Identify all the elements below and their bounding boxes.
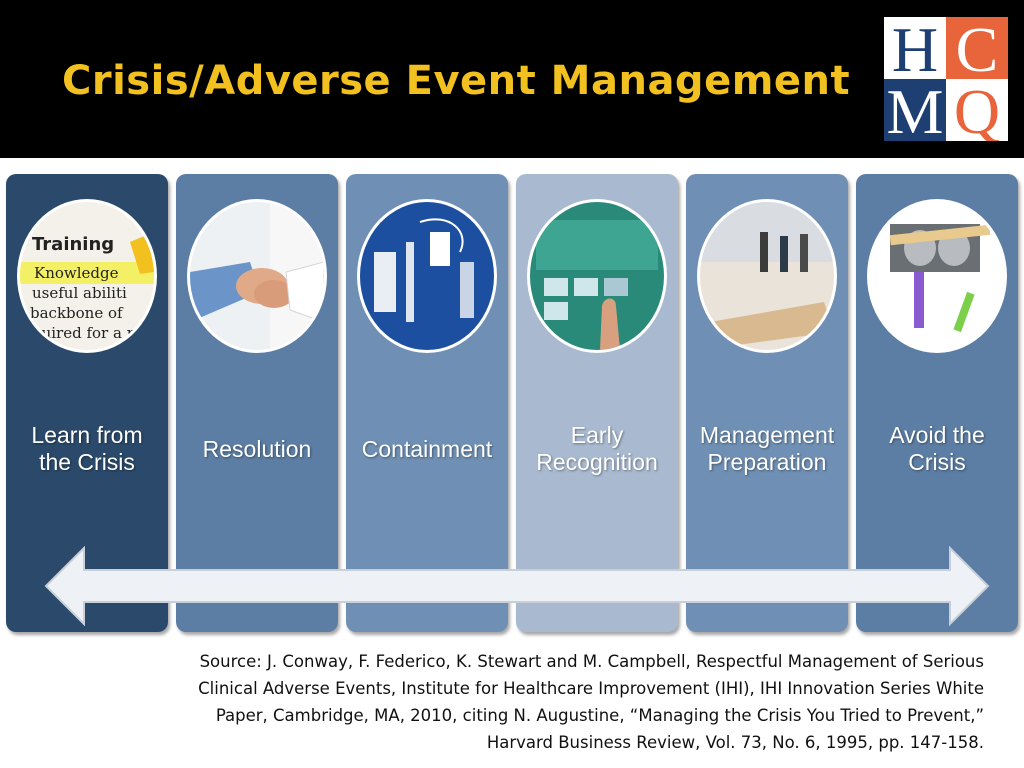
meeting-room-image <box>697 199 837 353</box>
step-label-resolution: Resolution <box>202 436 312 462</box>
logo-letter-m: M <box>887 76 944 141</box>
svg-text:quired for a r: quired for a r <box>32 324 135 342</box>
step-label-learn: Learn from the Crisis <box>31 422 143 475</box>
step-label-avoid: Avoid the Crisis <box>889 422 985 475</box>
slide-content: Training Knowledge useful abiliti backbo… <box>0 162 1024 768</box>
svg-text:useful abiliti: useful abiliti <box>32 284 127 302</box>
step-column-containment: Containment <box>346 174 508 632</box>
step-column-resolution: Resolution <box>176 174 338 632</box>
xray-syringe-image <box>867 199 1007 353</box>
svg-text:Knowledge: Knowledge <box>34 264 119 282</box>
svg-text:backbone of: backbone of <box>30 304 124 322</box>
training-word: Training <box>32 234 114 255</box>
title-divider <box>0 158 1024 162</box>
medical-supplies-image <box>357 199 497 353</box>
hcmq-logo: H C M Q <box>884 14 1008 147</box>
step-column-management-preparation: Management Preparation <box>686 174 848 632</box>
step-column-avoid: Avoid the Crisis <box>856 174 1018 632</box>
step-column-early-recognition: Early Recognition <box>516 174 678 632</box>
handshake-image <box>187 199 327 353</box>
training-image: Training Knowledge useful abiliti backbo… <box>17 199 157 353</box>
logo-letter-h: H <box>892 17 938 85</box>
logo-letter-c: C <box>956 17 999 85</box>
step-label-management-preparation: Management Preparation <box>699 422 835 475</box>
hcmq-logo-graphic: H C M Q <box>884 14 1008 147</box>
step-label-early-recognition: Early Recognition <box>536 422 658 475</box>
source-citation: Source: J. Conway, F. Federico, K. Stewa… <box>198 652 984 752</box>
double-headed-arrow <box>44 546 990 626</box>
step-column-learn: Training Knowledge useful abiliti backbo… <box>6 174 168 632</box>
touchscreen-image <box>527 199 667 353</box>
process-columns: Training Knowledge useful abiliti backbo… <box>6 174 1018 634</box>
slide-title: Crisis/Adverse Event Management <box>62 58 851 104</box>
title-bar: Crisis/Adverse Event Management H C M Q <box>0 0 1024 158</box>
logo-letter-q: Q <box>954 76 1000 141</box>
step-label-containment: Containment <box>361 436 493 462</box>
